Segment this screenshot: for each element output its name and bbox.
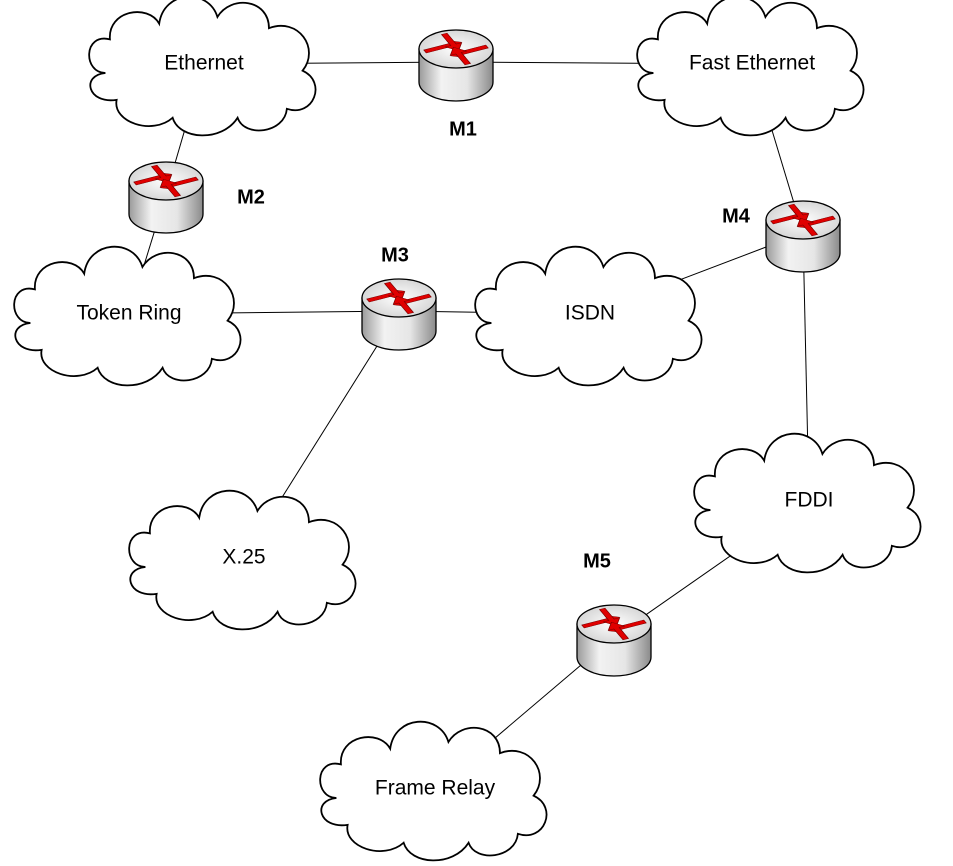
network-cloud-fast-ethernet: Fast Ethernet	[636, 0, 865, 137]
router-m1: M1	[418, 29, 494, 140]
router-icon	[765, 200, 841, 273]
router-label-m1: M1	[449, 118, 477, 140]
router-label-m2: M2	[237, 186, 265, 208]
router-icon	[576, 604, 652, 677]
router-icon	[361, 278, 437, 351]
network-label-x25: X.25	[222, 546, 265, 569]
network-cloud-x25: X.25	[128, 489, 357, 631]
router-icon	[128, 161, 204, 234]
links-layer	[128, 61, 810, 790]
network-cloud-isdn: ISDN	[474, 245, 703, 387]
network-label-fast-ethernet: Fast Ethernet	[689, 52, 815, 75]
network-label-ethernet: Ethernet	[164, 52, 244, 75]
router-m2: M2	[128, 161, 265, 234]
router-m3: M3	[361, 244, 437, 351]
network-label-isdn: ISDN	[565, 302, 615, 325]
network-cloud-token-ring: Token Ring	[13, 245, 242, 387]
router-icon	[418, 29, 494, 102]
router-label-m5: M5	[583, 550, 611, 572]
network-label-fddi: FDDI	[785, 489, 834, 512]
network-label-frame-relay: Frame Relay	[375, 777, 496, 800]
router-m5: M5	[576, 550, 652, 677]
network-label-token-ring: Token Ring	[76, 302, 181, 325]
router-label-m3: M3	[381, 244, 409, 266]
router-m4: M4	[722, 200, 841, 273]
network-cloud-frame-relay: Frame Relay	[319, 720, 548, 862]
router-label-m4: M4	[722, 205, 751, 227]
network-cloud-fddi: FDDI	[693, 432, 922, 574]
network-cloud-ethernet: Ethernet	[88, 0, 317, 137]
